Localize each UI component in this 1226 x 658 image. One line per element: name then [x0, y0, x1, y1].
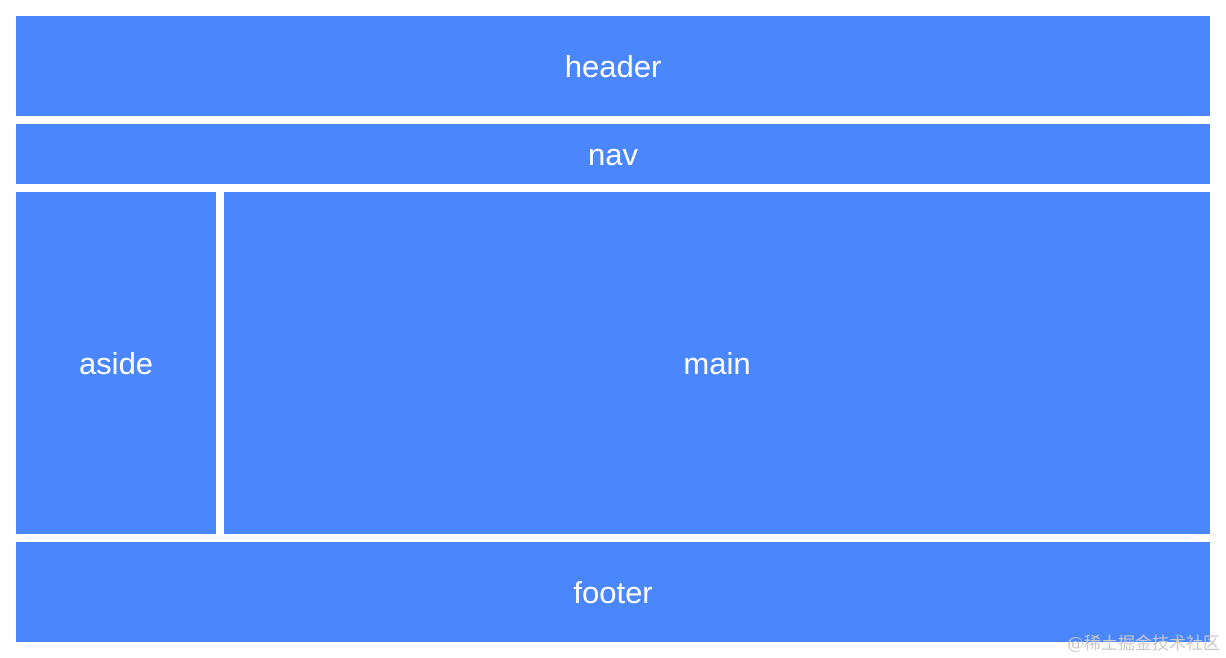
watermark: @稀土掘金技术社区 [1067, 634, 1220, 654]
main-region: main [224, 192, 1210, 534]
header-label: header [564, 48, 662, 84]
nav-label: nav [588, 136, 638, 172]
nav-region: nav [16, 124, 1210, 184]
aside-label: aside [78, 345, 154, 381]
footer-label: footer [573, 574, 653, 610]
footer-region: footer [16, 542, 1210, 642]
aside-region: aside [16, 192, 216, 534]
header-region: header [16, 16, 1210, 116]
main-label: main [683, 345, 751, 381]
